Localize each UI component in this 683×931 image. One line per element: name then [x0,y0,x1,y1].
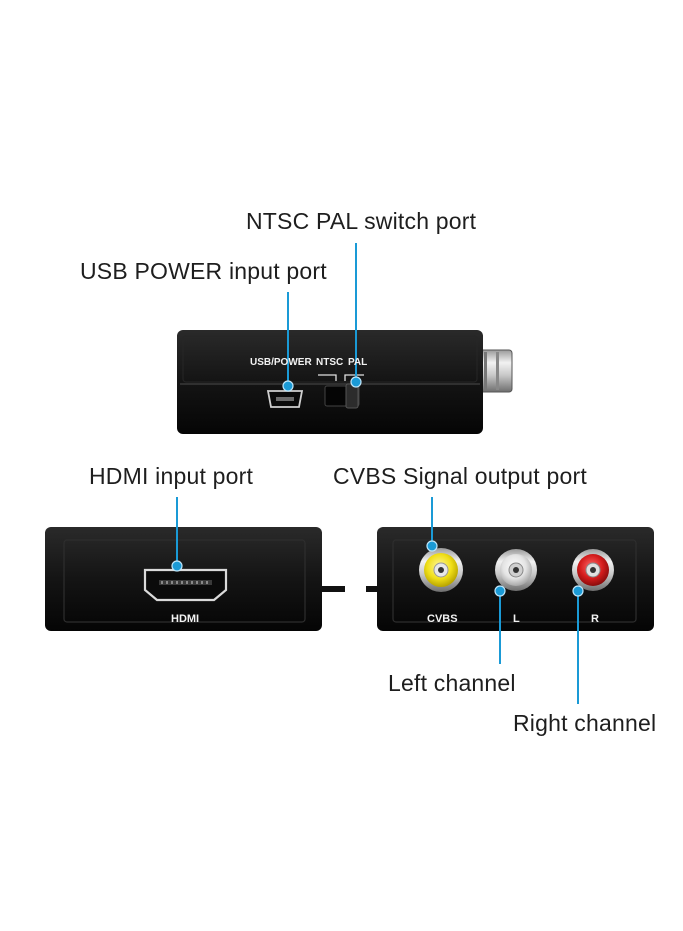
right-channel-label: Right channel [513,710,657,736]
callout-lines [176,243,579,704]
rca-yellow-jack [419,548,463,592]
top-device [177,330,513,434]
callout-dot-usb [282,380,294,392]
mini-usb-port [266,390,304,408]
r-marking: R [591,613,599,625]
l-marking: L [513,613,520,625]
ntsc-marking: NTSC [316,357,344,368]
hdmi-marking: HDMI [171,613,200,625]
rca-red-jack [572,549,614,591]
callout-dot-left [494,585,506,597]
cvbs-output-label: CVBS Signal output port [333,463,587,489]
ntsc-pal-switch-label: NTSC PAL switch port [246,208,477,234]
ntsc-pal-switch [318,374,364,409]
side-rca-connector [475,349,513,393]
hdmi-port [143,568,228,602]
callout-dot-hdmi [171,560,183,572]
usb-power-marking: USB/POWER [250,357,312,368]
callout-dot-cvbs [426,540,438,552]
usb-power-input-label: USB POWER input port [80,258,327,284]
hdmi-input-label: HDMI input port [89,463,254,489]
callout-dot-ntsc-pal [350,376,362,388]
callout-dots [171,376,584,597]
callout-dot-right [572,585,584,597]
hdmi-device [45,527,345,631]
cvbs-marking: CVBS [427,613,458,625]
av-device [366,527,654,631]
pal-marking: PAL [348,357,368,368]
rca-white-jack [495,549,537,591]
left-channel-label: Left channel [388,670,516,696]
